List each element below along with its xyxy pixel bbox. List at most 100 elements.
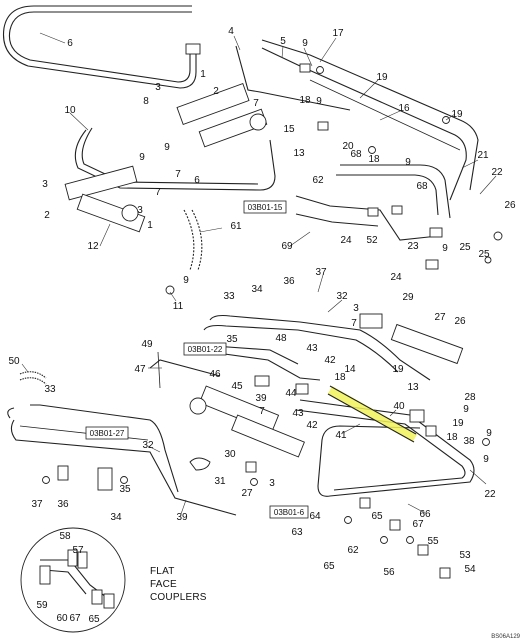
callout-24[interactable]: 24: [340, 235, 352, 246]
callout-20[interactable]: 20: [342, 141, 354, 152]
callout-15[interactable]: 15: [283, 124, 295, 135]
callout-24[interactable]: 24: [390, 272, 402, 283]
callout-26[interactable]: 26: [504, 200, 516, 211]
callout-29[interactable]: 29: [402, 292, 414, 303]
callout-9[interactable]: 9: [302, 38, 308, 49]
callout-48[interactable]: 48: [275, 333, 287, 344]
callout-9[interactable]: 9: [486, 428, 492, 439]
callout-18[interactable]: 18: [446, 432, 458, 443]
callout-3[interactable]: 3: [42, 179, 48, 190]
callout-41[interactable]: 41: [335, 430, 347, 441]
callout-3[interactable]: 3: [269, 478, 275, 489]
callout-2[interactable]: 2: [213, 86, 219, 97]
callout-66[interactable]: 66: [419, 509, 431, 520]
callout-22[interactable]: 22: [491, 167, 503, 178]
callout-43[interactable]: 43: [292, 408, 304, 419]
callout-19[interactable]: 19: [376, 72, 388, 83]
callout-6[interactable]: 6: [194, 175, 200, 186]
callout-13[interactable]: 13: [293, 148, 305, 159]
callout-7[interactable]: 7: [175, 169, 181, 180]
callout-9[interactable]: 9: [483, 454, 489, 465]
callout-44[interactable]: 44: [285, 388, 297, 399]
callout-34[interactable]: 34: [251, 284, 263, 295]
callout-1[interactable]: 1: [147, 220, 153, 231]
callout-14[interactable]: 14: [344, 364, 356, 375]
callout-31[interactable]: 31: [214, 476, 226, 487]
callout-5[interactable]: 5: [280, 36, 286, 47]
callout-1[interactable]: 1: [200, 69, 206, 80]
callout-54[interactable]: 54: [464, 564, 476, 575]
callout-4[interactable]: 4: [228, 26, 234, 37]
callout-36[interactable]: 36: [283, 276, 295, 287]
callout-53[interactable]: 53: [459, 550, 471, 561]
callout-17[interactable]: 17: [332, 28, 344, 39]
callout-65[interactable]: 65: [323, 561, 335, 572]
callout-9[interactable]: 9: [164, 142, 170, 153]
callout-18[interactable]: 18: [368, 154, 380, 165]
callout-47[interactable]: 47: [134, 364, 146, 375]
callout-49[interactable]: 49: [141, 339, 153, 350]
callout-35[interactable]: 35: [119, 484, 131, 495]
callout-7[interactable]: 7: [259, 406, 265, 417]
callout-28[interactable]: 28: [464, 392, 476, 403]
callout-57[interactable]: 57: [72, 545, 84, 556]
callout-50[interactable]: 50: [8, 356, 20, 367]
callout-27[interactable]: 27: [241, 488, 253, 499]
callout-13[interactable]: 13: [407, 382, 419, 393]
callout-52[interactable]: 52: [366, 235, 378, 246]
callout-12[interactable]: 12: [87, 241, 99, 252]
callout-9[interactable]: 9: [463, 404, 469, 415]
ref-box-03b01-27[interactable]: 03B01-27: [85, 426, 129, 440]
callout-46[interactable]: 46: [209, 369, 221, 380]
callout-68[interactable]: 68: [350, 149, 362, 160]
callout-40[interactable]: 40: [393, 401, 405, 412]
callout-62[interactable]: 62: [312, 175, 324, 186]
callout-34[interactable]: 34: [110, 512, 122, 523]
callout-6[interactable]: 6: [67, 38, 73, 49]
callout-59[interactable]: 59: [36, 600, 48, 611]
callout-67[interactable]: 67: [69, 613, 81, 624]
callout-55[interactable]: 55: [427, 536, 439, 547]
callout-9[interactable]: 9: [183, 275, 189, 286]
callout-9[interactable]: 9: [442, 243, 448, 254]
callout-56[interactable]: 56: [383, 567, 395, 578]
callout-26[interactable]: 26: [454, 316, 466, 327]
callout-35[interactable]: 35: [226, 334, 238, 345]
callout-38[interactable]: 38: [463, 436, 475, 447]
callout-7[interactable]: 7: [253, 98, 259, 109]
ref-box-03b01-15[interactable]: 03B01-15: [243, 200, 287, 214]
callout-58[interactable]: 58: [59, 531, 71, 542]
highlighted-hose-40[interactable]: [327, 386, 418, 442]
callout-3[interactable]: 3: [155, 82, 161, 93]
callout-65[interactable]: 65: [88, 614, 100, 625]
callout-33[interactable]: 33: [44, 384, 56, 395]
callout-45[interactable]: 45: [231, 381, 243, 392]
callout-25[interactable]: 25: [459, 242, 471, 253]
callout-62[interactable]: 62: [347, 545, 359, 556]
ref-box-03b01-22[interactable]: 03B01-22: [183, 342, 227, 356]
callout-63[interactable]: 63: [291, 527, 303, 538]
callout-33[interactable]: 33: [223, 291, 235, 302]
callout-37[interactable]: 37: [315, 267, 327, 278]
callout-25[interactable]: 25: [478, 249, 490, 260]
callout-60[interactable]: 60: [56, 613, 68, 624]
callout-7[interactable]: 7: [155, 187, 161, 198]
callout-19[interactable]: 19: [451, 109, 463, 120]
callout-9[interactable]: 9: [316, 96, 322, 107]
callout-2[interactable]: 2: [44, 210, 50, 221]
callout-42[interactable]: 42: [306, 420, 318, 431]
callout-23[interactable]: 23: [407, 241, 419, 252]
callout-36[interactable]: 36: [57, 499, 69, 510]
callout-68[interactable]: 68: [416, 181, 428, 192]
callout-42[interactable]: 42: [324, 355, 336, 366]
callout-3[interactable]: 3: [137, 205, 143, 216]
callout-32[interactable]: 32: [142, 440, 154, 451]
callout-9[interactable]: 9: [405, 157, 411, 168]
callout-64[interactable]: 64: [309, 511, 321, 522]
callout-18[interactable]: 18: [334, 372, 346, 383]
callout-65[interactable]: 65: [371, 511, 383, 522]
callout-7[interactable]: 7: [351, 318, 357, 329]
callout-21[interactable]: 21: [477, 150, 489, 161]
callout-39[interactable]: 39: [255, 393, 267, 404]
callout-9[interactable]: 9: [139, 152, 145, 163]
